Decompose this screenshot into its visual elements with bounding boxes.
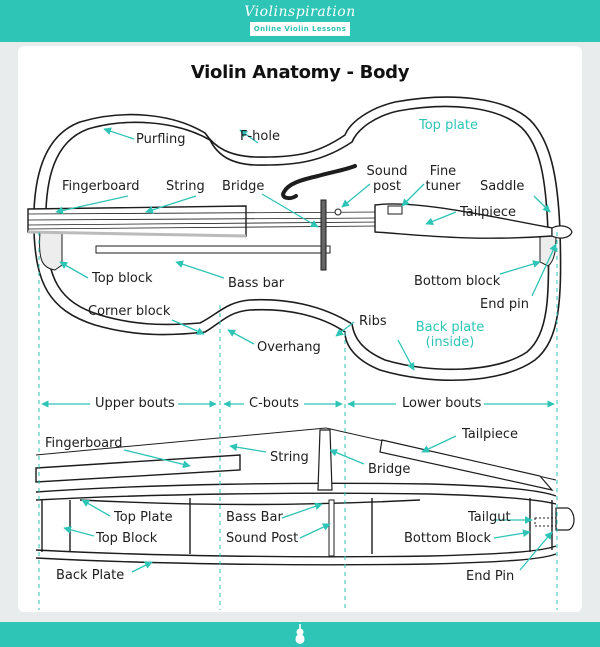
bridge-shape: [320, 199, 327, 271]
label-sound-post: Sound post: [366, 164, 408, 194]
label-end-pin: End pin: [480, 297, 529, 312]
top-block-shape: [39, 231, 63, 271]
label-f-hole: F-hole: [240, 129, 280, 144]
side-sound-post: [328, 499, 335, 557]
bass-bar-shape: [95, 245, 331, 254]
label-bass-bar: Bass bar: [228, 276, 285, 291]
body-outline: [33, 96, 562, 382]
side-tailgut: [534, 517, 557, 527]
label-side-bass-bar: Bass Bar: [226, 510, 283, 525]
label-tailpiece: Tailpiece: [460, 205, 516, 220]
label-side-fingerboard: Fingerboard: [45, 436, 123, 451]
side-back-plate-inner: [35, 553, 557, 566]
label-side-back-plate: Back Plate: [56, 568, 125, 583]
header-band: Violinspiration Online Violin Lessons: [0, 0, 600, 42]
sound-post-shape: [334, 208, 342, 216]
side-back-plate: [35, 545, 557, 558]
label-c-bouts: C-bouts: [249, 396, 300, 411]
end-pin-shape: [551, 225, 573, 239]
side-bridge: [317, 429, 333, 491]
side-top-plate-inner: [35, 492, 557, 505]
page-title: Violin Anatomy - Body: [190, 62, 410, 83]
leader-arrows: [55, 127, 557, 573]
label-side-tailpiece: Tailpiece: [462, 427, 518, 442]
label-side-string: String: [270, 450, 309, 465]
label-side-top-block: Top Block: [96, 531, 158, 546]
side-top-plate: [35, 482, 557, 497]
fine-tuner-shape: [387, 205, 403, 215]
label-side-end-pin: End Pin: [466, 569, 515, 584]
side-fingerboard: [35, 454, 241, 483]
side-bass-bar: [79, 499, 421, 506]
brand-tagline: Online Violin Lessons: [250, 22, 350, 36]
f-hole: [281, 164, 357, 201]
label-lower-bouts: Lower bouts: [402, 396, 482, 411]
label-overhang: Overhang: [257, 340, 321, 355]
label-string: String: [166, 179, 205, 194]
label-side-sound-post: Sound Post: [226, 531, 299, 546]
violin-icon: [295, 624, 305, 644]
brand-logo: Violinspiration: [244, 4, 356, 20]
label-bridge: Bridge: [222, 179, 265, 194]
label-top-block: Top block: [92, 271, 153, 286]
label-side-bridge: Bridge: [368, 462, 411, 477]
label-bottom-block: Bottom block: [414, 274, 501, 289]
label-corner-block: Corner block: [88, 304, 171, 319]
side-view: [35, 482, 557, 566]
label-side-tailgut: Tailgut: [468, 510, 511, 525]
side-end-pin: [555, 507, 575, 531]
bout-guides: [38, 232, 558, 610]
label-upper-bouts: Upper bouts: [95, 396, 175, 411]
label-ribs: Ribs: [359, 314, 387, 329]
label-purfling: Purfling: [136, 132, 186, 147]
label-back-plate-inside: Back plate (inside): [415, 320, 485, 350]
label-fingerboard: Fingerboard: [62, 179, 140, 194]
label-top-plate: Top plate: [419, 118, 478, 133]
label-side-bottom-block: Bottom Block: [404, 531, 491, 546]
label-side-top-plate: Top Plate: [114, 510, 173, 525]
label-fine-tuner: Fine tuner: [425, 164, 461, 194]
label-saddle: Saddle: [480, 179, 525, 194]
